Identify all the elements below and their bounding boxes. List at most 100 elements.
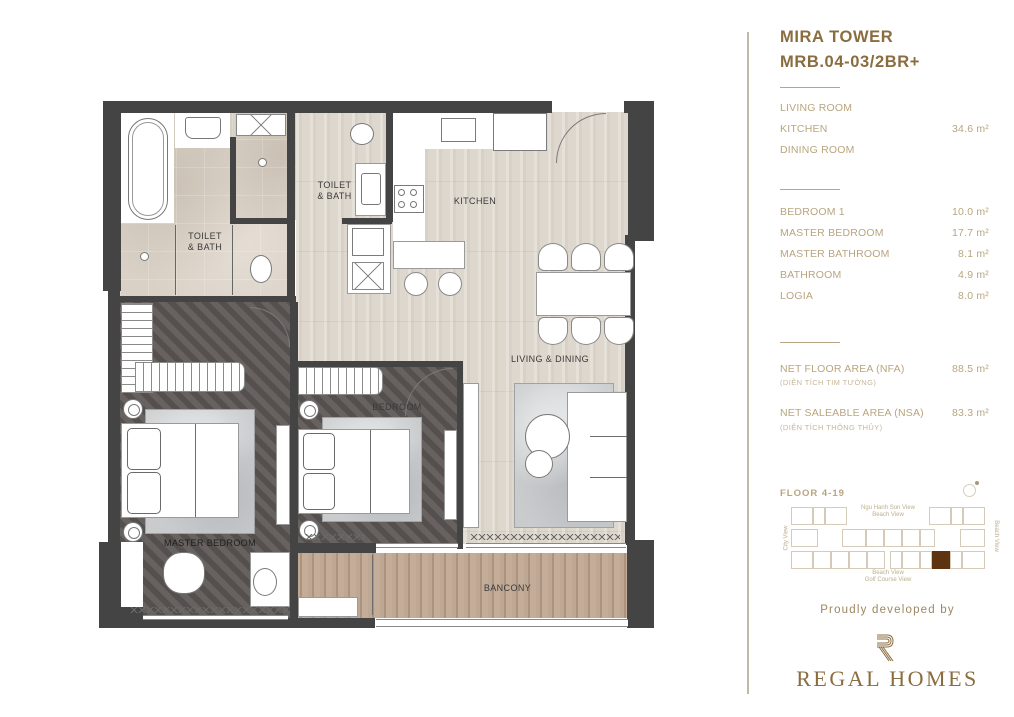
kp-unit-selected [932,551,950,569]
bathtub-icon [128,118,168,220]
burner-icon [410,201,417,208]
view-label-top: Ngu Hanh Son View Beach View [861,505,915,518]
window-living [466,543,626,548]
nightstand-lamp-icon [299,400,319,420]
area-row: KITCHEN 34.6 m² [780,123,989,137]
wall-bedroom-right [457,361,463,549]
divider-rule [780,189,840,190]
room-label-bedroom: BEDROOM [372,402,422,412]
wall-bath-divider [287,112,295,302]
kp-unit [867,551,885,569]
wall-right-bottom [627,540,654,628]
shower-glass-line [175,225,176,295]
wall-bath-mid [120,296,296,302]
nsa-row: NET SALEABLE AREA (NSA) 83.3 m² [780,407,989,421]
pillow-icon [127,428,161,470]
wall-balcony-top [296,543,376,553]
master-side-bench [121,542,143,607]
floor-range-label: FLOOR 4-19 [780,488,845,499]
shaft-icon [236,114,286,136]
bedroom-tv-console [444,430,457,520]
shower-glass-line-2 [232,225,233,295]
dining-chair-icon [571,243,601,271]
wall-kitchen-left [342,218,392,224]
kp-unit [813,551,831,569]
side-table-icon [525,450,553,478]
pillow-icon [127,472,161,514]
burner-icon [410,189,417,196]
view-label-left: City View [783,525,790,551]
fridge-icon [493,113,547,151]
bed-blanket-fold [195,424,196,517]
stool-icon [438,272,462,296]
kp-unit [951,507,963,525]
wall-shower-bottom [230,218,292,224]
kp-unit [884,529,902,547]
stool-icon [404,272,428,296]
area-row: BATHROOM 4.9 m² [780,269,989,283]
dining-table [536,272,631,316]
tv-console [463,383,479,528]
area-row: LIVING ROOM [780,102,989,116]
floor-plan: TOILET & BATH TOILET & BATH KITCHEN LIVI… [99,101,654,628]
room-label-balcony: BANCONY [483,583,532,593]
tower-name: MIRA TOWER [780,28,894,46]
burner-icon [398,201,405,208]
area-label: MASTER BEDROOM [780,227,884,239]
toilet-second-icon [350,123,374,145]
kp-unit [890,551,902,569]
dishwasher-icon [352,262,384,290]
bedroom-wardrobe [298,367,383,395]
curtain-living [470,534,620,540]
floor-drain-icon-2 [140,252,149,261]
room-label-living-dining: LIVING & DINING [510,354,589,364]
pillow-icon [303,473,335,510]
kp-unit [920,551,932,569]
kp-unit [791,529,818,547]
wall-bottom-mid [290,618,375,628]
dining-chair-icon [538,243,568,271]
area-value: 8.0 m² [958,290,989,302]
kp-unit [902,551,920,569]
dining-chair-icon [604,243,634,271]
area-row: DINING ROOM [780,144,989,158]
wall-bottom-left [143,618,293,628]
area-row: LOGIA 8.0 m² [780,290,989,304]
area-value: 17.7 m² [952,227,989,239]
room-label-kitchen: KITCHEN [453,196,497,206]
dining-chair-icon [538,317,568,345]
kp-unit [960,529,985,547]
area-label: KITCHEN [780,123,828,135]
sink-second-icon [361,173,381,205]
nsa-sublabel: (DIỆN TÍCH THÔNG THỦY) [780,423,883,432]
toilet-master-icon [250,255,272,283]
bed-blanket-fold [370,430,371,513]
dining-chair-icon [604,317,634,345]
curtain-bedroom [305,534,365,540]
vertical-divider [747,32,749,694]
master-tv-console [276,425,290,525]
area-label: BEDROOM 1 [780,206,845,218]
kp-unit [791,551,813,569]
nfa-sublabel: (DIỆN TÍCH TIM TƯỜNG) [780,378,877,387]
wall-bed-divider [290,302,298,628]
kp-unit [825,507,847,525]
balcony-door-line [372,555,373,615]
divider-rule [780,342,840,343]
kp-unit [962,551,985,569]
kp-unit [963,507,985,525]
area-label: LIVING ROOM [780,102,853,114]
kp-unit [842,529,866,547]
nightstand-lamp-icon [123,399,143,419]
nfa-value: 88.5 m² [952,363,989,375]
wall-right-mid [625,235,635,545]
nsa-value: 83.3 m² [952,407,989,419]
sofa-seam [590,436,627,437]
curtain-master [130,607,290,613]
balcony-railing [376,619,628,627]
floor-drain-icon [258,158,267,167]
kp-unit [831,551,849,569]
compass-icon [963,481,979,497]
master-round-table-icon [253,568,277,596]
sofa-seam [590,477,627,478]
